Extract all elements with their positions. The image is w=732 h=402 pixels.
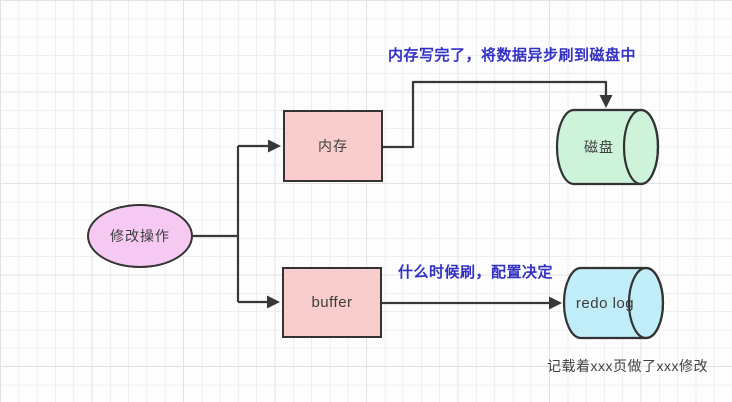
node-redo-log-label-wrap: redo log	[564, 268, 646, 338]
annotation-memory-flush: 内存写完了，将数据异步刷到磁盘中	[388, 47, 637, 64]
note-redo-log-content: 记载着xxx页做了xxx修改	[547, 358, 708, 374]
annotation-buffer-flush: 什么时候刷，配置决定	[398, 264, 554, 281]
node-disk-label: 磁盘	[584, 139, 614, 155]
arrowhead-redolog	[549, 296, 562, 310]
node-disk-label-wrap: 磁盘	[557, 110, 641, 184]
arrowhead-disk	[599, 95, 613, 108]
node-modify-operation: 修改操作	[87, 204, 193, 268]
connector-memory-to-disk	[383, 80, 608, 149]
node-redo-log-label: redo log	[575, 294, 635, 312]
node-buffer: buffer	[282, 267, 382, 338]
arrowhead-memory	[268, 139, 281, 153]
node-memory-label: 内存	[318, 138, 348, 154]
redo-log-cylinder-rim	[627, 266, 665, 340]
node-memory: 内存	[283, 110, 383, 182]
node-modify-operation-label: 修改操作	[110, 228, 170, 244]
arrowhead-buffer	[267, 295, 280, 309]
disk-cylinder-rim	[622, 108, 660, 186]
node-buffer-label: buffer	[311, 294, 353, 311]
